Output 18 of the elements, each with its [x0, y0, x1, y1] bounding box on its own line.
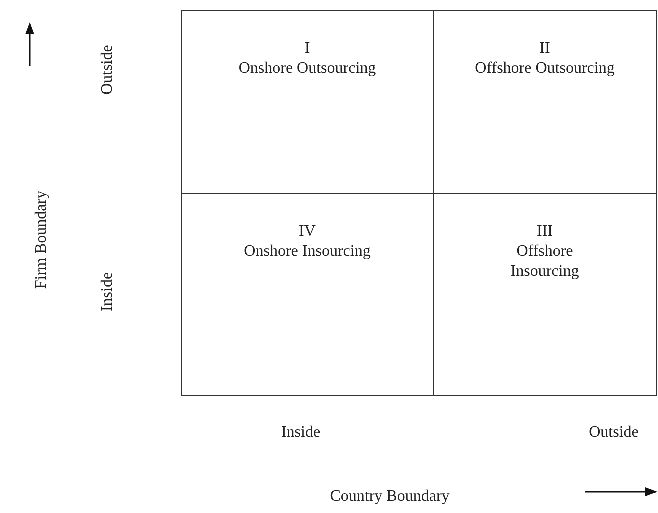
quadrant-cell	[181, 193, 434, 396]
axis-label: Firm Boundary	[32, 190, 51, 290]
axis-label: Country Boundary	[330, 487, 450, 507]
quadrant-number: II	[540, 39, 550, 59]
quadrant-number: I	[304, 39, 310, 59]
quadrant-label: Offshore Outsourcing	[475, 59, 615, 79]
quadrant-label: Onshore Outsourcing	[238, 59, 376, 79]
quadrant-cell	[433, 193, 657, 396]
axis-label: Outside	[589, 423, 639, 443]
quadrant-number: III	[537, 222, 553, 242]
quadrant-cell	[181, 10, 434, 194]
quadrant-label: Onshore Insourcing	[244, 242, 371, 262]
axis-label: Inside	[281, 423, 321, 443]
quadrant-number: IV	[299, 222, 316, 242]
quadrant-cell	[433, 10, 657, 194]
quadrant-label: Offshore Insourcing	[510, 242, 580, 282]
axis-label: Inside	[98, 272, 117, 312]
axis-label: Outside	[98, 45, 117, 95]
